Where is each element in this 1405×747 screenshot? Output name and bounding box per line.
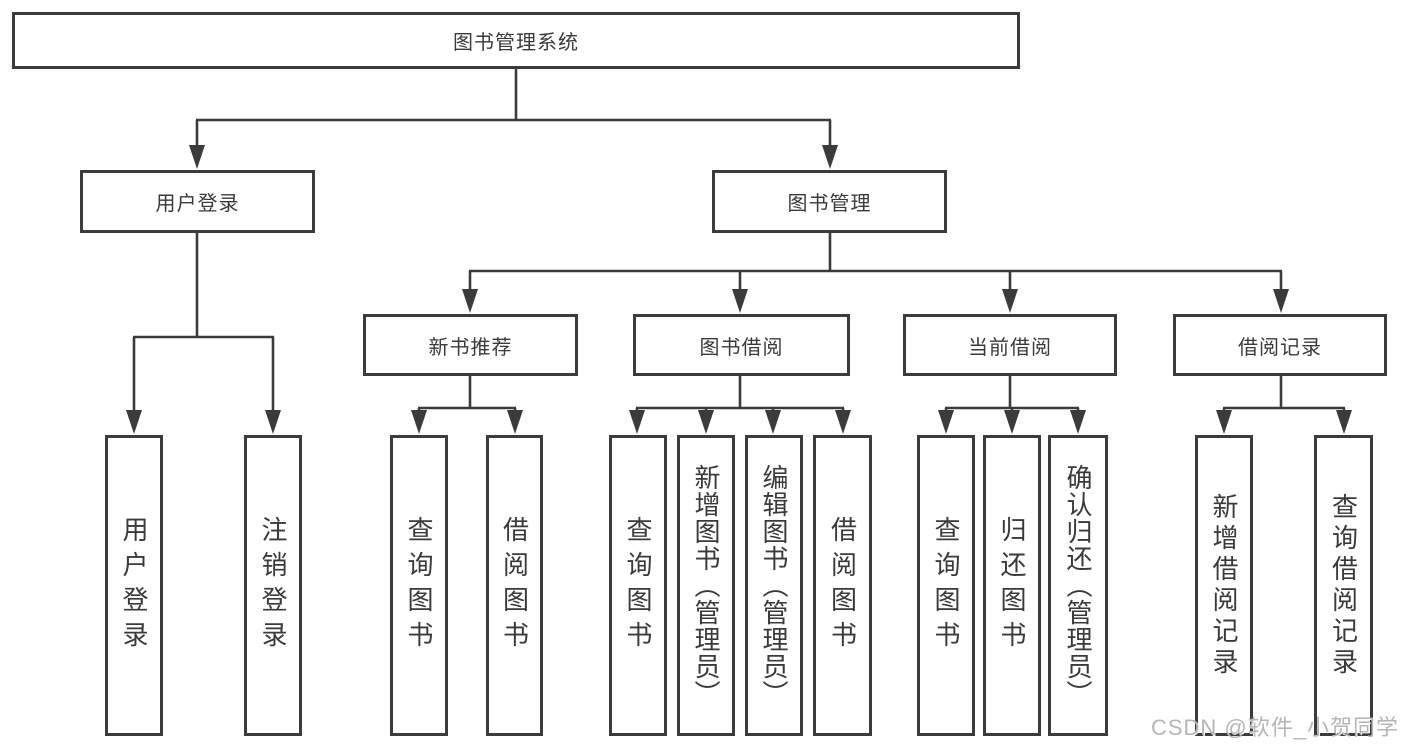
leaf-records-add-borrow-record: 新增借阅记录 bbox=[1195, 435, 1253, 736]
node-library-management-system: 图书管理系统 bbox=[12, 12, 1020, 69]
node-new-book-recommendation: 新书推荐 bbox=[363, 314, 578, 376]
arrowhead bbox=[1273, 289, 1289, 313]
csdn-watermark: CSDN @软件_小贺同学 bbox=[1150, 715, 1399, 740]
leaf-label: 新增借阅记录 bbox=[1209, 492, 1239, 679]
arrowhead bbox=[1216, 410, 1232, 434]
arrowhead bbox=[822, 145, 838, 169]
leaf-label: 借阅图书 bbox=[827, 515, 858, 656]
leaf-records-query-borrow-record: 查询借阅记录 bbox=[1314, 435, 1373, 736]
node-label: 当前借阅 bbox=[968, 336, 1052, 359]
leaf-label: 新增图书（管理员） bbox=[691, 464, 721, 707]
leaf-user-login: 用户登录 bbox=[105, 435, 163, 736]
node-book-management: 图书管理 bbox=[712, 170, 947, 233]
leaf-logout: 注销登录 bbox=[244, 435, 302, 736]
leaf-label: 确认归还（管理员） bbox=[1063, 464, 1093, 707]
leaf-borrowing-query-books: 查询图书 bbox=[609, 435, 667, 736]
arrowheads bbox=[126, 145, 1352, 434]
node-current-borrowing: 当前借阅 bbox=[903, 314, 1117, 376]
arrowhead bbox=[732, 289, 748, 313]
leaf-label: 用户登录 bbox=[119, 515, 149, 656]
leaf-current-query-books: 查询图书 bbox=[917, 435, 975, 736]
leaf-current-confirm-return-admin: 确认归还（管理员） bbox=[1048, 435, 1108, 736]
leaf-label: 查询图书 bbox=[623, 515, 653, 656]
arrowhead bbox=[1004, 410, 1020, 434]
leaf-label: 编辑图书（管理员） bbox=[759, 464, 789, 707]
arrowhead bbox=[189, 145, 205, 169]
arrowhead bbox=[765, 410, 781, 434]
leaf-newbook-borrow-books: 借阅图书 bbox=[486, 435, 543, 736]
node-label: 图书管理 bbox=[787, 193, 872, 215]
arrowhead bbox=[1002, 289, 1018, 313]
leaf-label: 查询图书 bbox=[931, 515, 961, 656]
leaf-borrowing-borrow-books: 借阅图书 bbox=[813, 435, 872, 736]
arrowhead bbox=[629, 410, 645, 434]
arrowhead bbox=[126, 410, 142, 434]
node-label: 图书借阅 bbox=[699, 336, 784, 359]
leaf-label: 归还图书 bbox=[997, 515, 1027, 656]
arrowhead bbox=[698, 410, 714, 434]
node-label: 新书推荐 bbox=[428, 336, 513, 359]
arrowhead bbox=[411, 410, 427, 434]
arrowhead bbox=[835, 410, 851, 434]
leaf-borrowing-edit-books-admin: 编辑图书（管理员） bbox=[745, 435, 803, 736]
arrowhead bbox=[462, 289, 478, 313]
arrowhead bbox=[507, 410, 523, 434]
node-label: 借阅记录 bbox=[1238, 336, 1322, 359]
arrowhead bbox=[938, 410, 954, 434]
leaf-label: 查询图书 bbox=[404, 515, 434, 656]
node-borrowing-records: 借阅记录 bbox=[1173, 314, 1387, 376]
arrowhead bbox=[265, 410, 281, 434]
node-book-borrowing: 图书借阅 bbox=[633, 314, 850, 376]
leaf-borrowing-add-books-admin: 新增图书（管理员） bbox=[677, 435, 735, 736]
arrowhead bbox=[1070, 410, 1086, 434]
node-label: 图书管理系统 bbox=[453, 32, 579, 54]
arrowhead bbox=[1336, 410, 1352, 434]
leaf-current-return-books: 归还图书 bbox=[983, 435, 1041, 736]
node-label: 用户登录 bbox=[155, 193, 240, 215]
node-user-login: 用户登录 bbox=[80, 170, 315, 233]
leaf-label: 注销登录 bbox=[258, 515, 288, 656]
leaf-newbook-query-books: 查询图书 bbox=[390, 435, 448, 736]
leaf-label: 查询借阅记录 bbox=[1328, 492, 1359, 679]
leaf-label: 借阅图书 bbox=[499, 515, 530, 656]
